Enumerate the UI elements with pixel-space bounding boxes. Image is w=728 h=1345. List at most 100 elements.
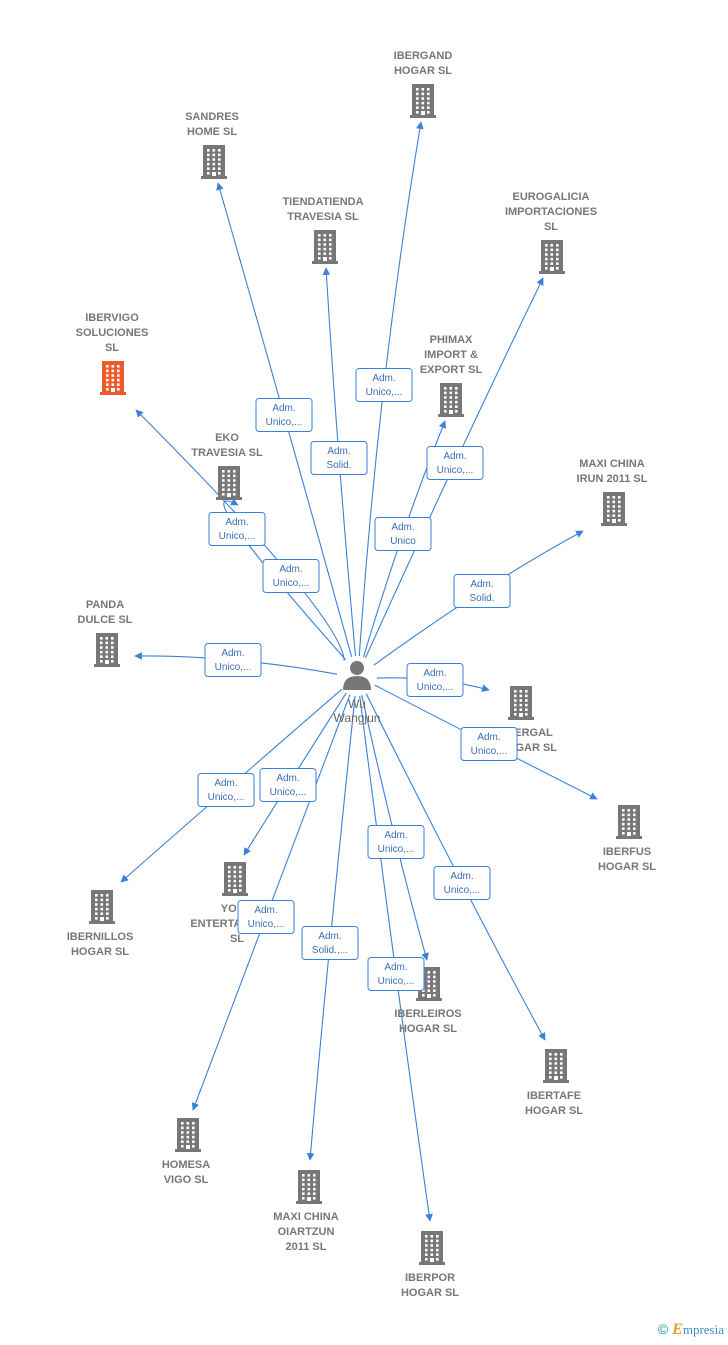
company-name-line: IBERVIGO [85,312,139,324]
company-name-line: MAXI CHINA [579,458,644,470]
company-node-iberpor[interactable]: IBERPOR HOGAR SL [401,1231,459,1299]
company-node-maxiirun[interactable]: MAXI CHINA IRUN 2011 SL [577,458,648,526]
company-name-line: HOGAR SL [394,65,452,77]
edge-label-box [406,663,464,697]
edge-label-text: Unico,... [378,844,415,855]
company-node-ibergand[interactable]: IBERGAND HOGAR SL [394,50,453,118]
edge-label-box [301,926,359,960]
edge-label-tiendatienda[interactable]: Adm. Solid. [310,441,368,475]
person-icon [343,661,371,690]
edge-label-text: Adm. [423,668,446,679]
edge-label-yong[interactable]: Adm. Unico,... [259,768,317,802]
edge-label-text: Solid. [469,593,494,604]
edge-label-eko[interactable]: Adm.Unico,... [208,512,266,546]
edge-label-text: Adm. [443,451,466,462]
edge-label-box [433,866,491,900]
edge-label-box [259,768,317,802]
edge-label-text: Adm. [327,446,350,457]
edge-label-text: Unico,... [270,787,307,798]
company-name-line: HOMESA [162,1159,210,1171]
edge-label-text: Adm. [384,830,407,841]
edge-labels-layer: Adm. Unico,... Adm. Unico,... Adm. Solid. Adm.… [197,368,518,991]
building-icon [543,1049,569,1083]
edge-label-text: Adm. [276,773,299,784]
building-icon [296,1170,322,1204]
building-icon [222,862,248,896]
company-name-line: IBERPOR [405,1272,455,1284]
company-name-line: HOGAR SL [525,1105,583,1117]
edge-label-maxioiartzun[interactable]: Adm. Solid.,... [301,926,359,960]
building-icon [419,1231,445,1265]
building-icon [175,1118,201,1152]
edge-label-panda[interactable]: Adm.Unico,... [204,643,262,677]
edge-label-text: Unico,... [219,531,256,542]
edge-label-iberpor[interactable]: Adm.Unico,... [367,957,425,991]
edge-label-phimax[interactable]: Adm.Unico [374,517,432,551]
building-icon [539,240,565,274]
building-icon [410,84,436,118]
edge-label-text: Unico,... [437,465,474,476]
company-name-line: PHIMAX [430,334,473,346]
edge-label-homesa[interactable]: Adm. Unico,... [237,900,295,934]
edge-label-box [204,643,262,677]
edge-label-text: Adm. [372,373,395,384]
edge-label-iberleiros[interactable]: Adm. Unico,... [367,825,425,859]
edge-label-text: Unico,... [378,976,415,987]
edge-label-box [426,446,484,480]
company-name-line: EKO [215,432,239,444]
edge-label-text: Solid. [326,460,351,471]
edge-label-maxiirun[interactable]: Adm.Solid. [453,574,511,608]
edge-label-text: Solid.,... [312,945,348,956]
company-name-line: SL [105,342,119,354]
edge-label-ibernillos[interactable]: Adm.Unico,... [197,773,255,807]
edge-label-box [367,957,425,991]
edge-label-box [237,900,295,934]
building-icon [201,145,227,179]
company-name-line: VIGO SL [164,1174,209,1186]
person-name-line: Wu [348,697,366,711]
edge-label-sandres[interactable]: Adm. Unico,... [255,398,313,432]
company-name-line: 2011 SL [286,1241,327,1253]
company-name-line: IMPORT & [424,349,478,361]
edge-label-text: Unico,... [444,885,481,896]
company-name-line: IBERGAND [394,50,453,62]
edge-label-eurogalicia[interactable]: Adm. Unico,... [426,446,484,480]
edge-label-ibergand[interactable]: Adm.Unico,... [355,368,413,402]
edge-label-box [197,773,255,807]
company-name-line: IRUN 2011 SL [577,473,648,485]
person-name-line: Wangjun [334,711,381,725]
edge-label-iberfus[interactable]: Adm.Unico,... [460,727,518,761]
edge-label-text: Unico,... [471,746,508,757]
edge-label-text: Adm. [272,403,295,414]
company-node-ibertafe[interactable]: IBERTAFE HOGAR SL [525,1049,583,1117]
edge-label-ibervigo[interactable]: Adm.Unico,... [262,559,320,593]
company-name-line: IBERLEIROS [394,1008,461,1020]
edge-label-text: Adm. [254,905,277,916]
company-name-line: IBERFUS [603,846,651,858]
company-name-line: SL [230,933,244,945]
edge-label-text: Unico,... [266,417,303,428]
company-node-homesa[interactable]: HOMESA VIGO SL [162,1118,210,1186]
edge-label-ibergal[interactable]: Adm.Unico,... [406,663,464,697]
edge-label-text: Unico,... [208,792,245,803]
edge-label-box [355,368,413,402]
building-icon [312,230,338,264]
edge-label-text: Unico,... [248,919,285,930]
edge-label-text: Adm. [318,931,341,942]
company-name-line: HOGAR SL [401,1287,459,1299]
edge-label-box [310,441,368,475]
company-name-line: HOME SL [187,126,237,138]
edge-label-ibertafe[interactable]: Adm.Unico,... [433,866,491,900]
company-name-line: IBERTAFE [527,1090,581,1102]
